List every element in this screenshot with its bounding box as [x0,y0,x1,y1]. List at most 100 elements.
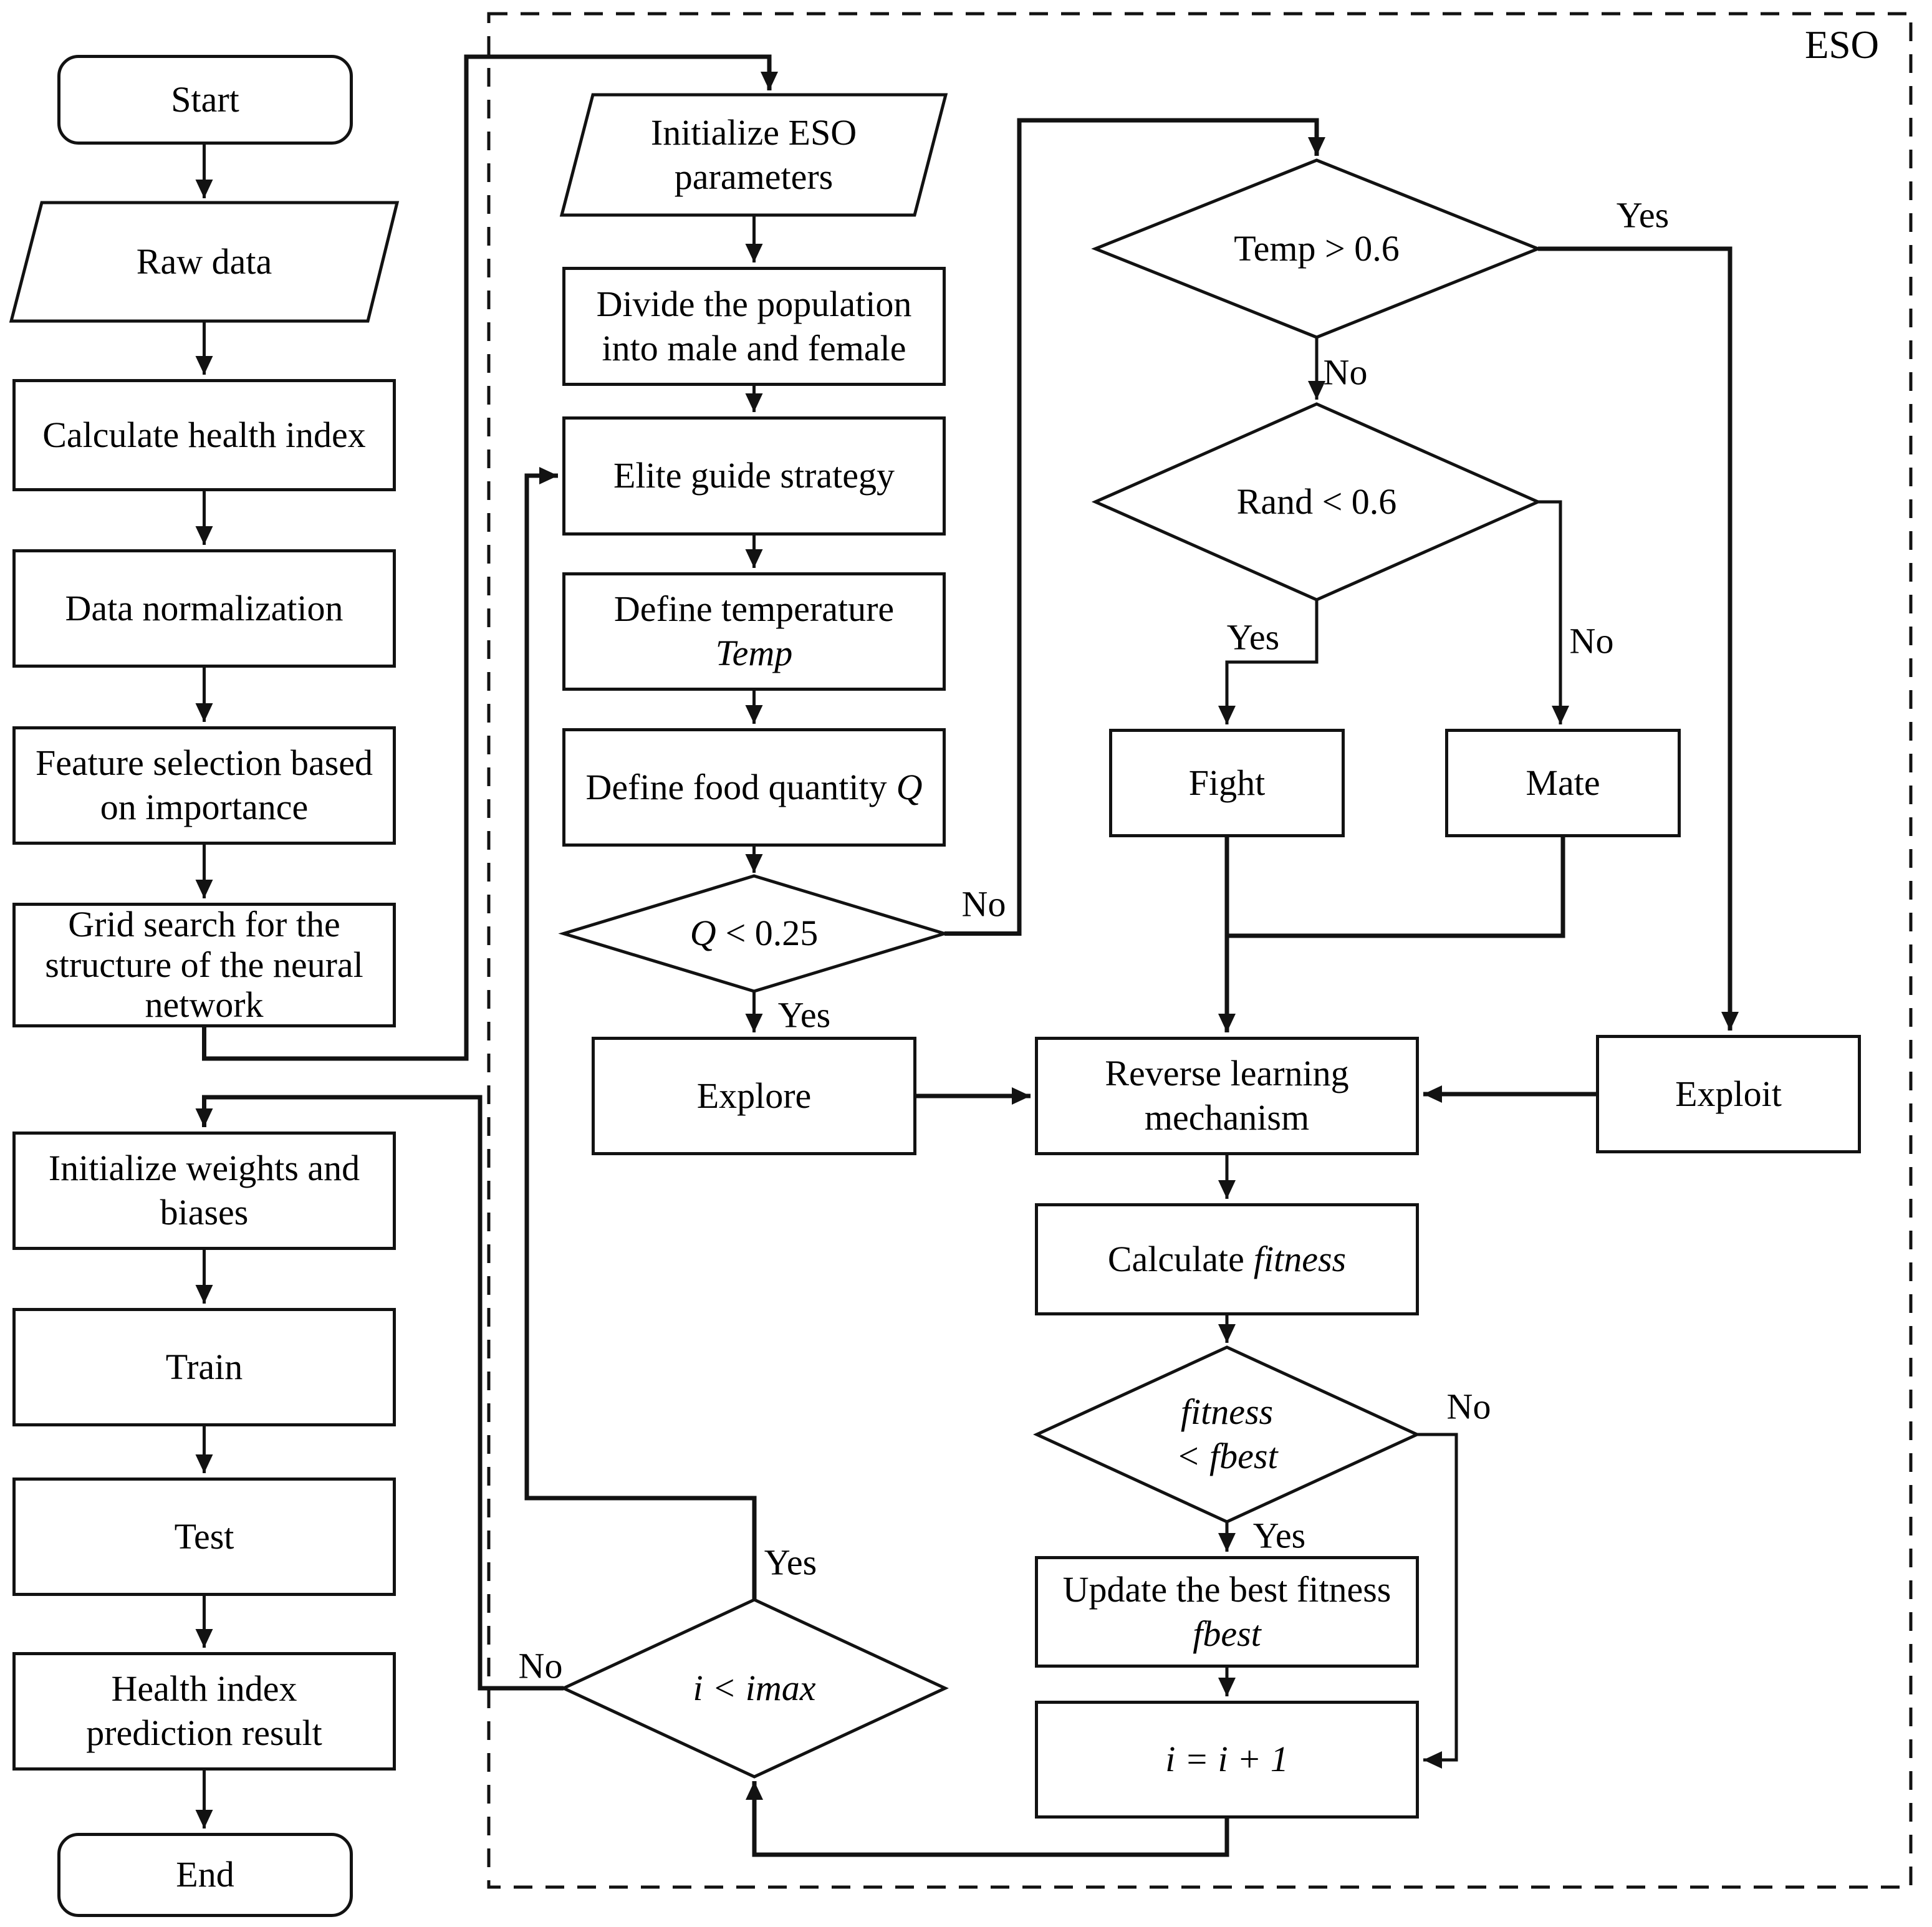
node-elite-guide-strategy: Elite guide strategy [562,416,946,536]
edge-label-imax-no: No [518,1645,563,1686]
eso-frame [487,12,1913,1889]
edge-label-fitness-no: No [1446,1386,1491,1427]
node-label: i = i + 1 [1165,1739,1289,1780]
node-label: Q < 0.25 [690,911,819,956]
connector-temp-yes-to-exploit [1538,246,1739,1031]
connector-rand-no-to-mate [1538,500,1569,724]
rand-decision-shape [1091,402,1542,602]
node-label-text: Define food quantity [585,766,887,807]
connector-grid-to-eso [202,54,778,1061]
node-mate: Mate [1445,729,1681,837]
node-feature-selection: Feature selection based on importance [12,726,396,845]
node-increment-i: i = i + 1 [1035,1701,1419,1819]
node-label: Start [171,79,239,120]
node-label-line: network [145,984,264,1026]
connector-imax-yes-to-elite [524,467,757,1600]
edge-label-temp-no: No [1323,352,1368,393]
node-label-line: structure of the neural [45,944,363,985]
node-imax-decision: i < imax [564,1600,945,1777]
node-update-best-fitness: Update the best fitness fbest [1035,1556,1419,1668]
node-label-line: Define temperature [613,589,895,630]
connector-incr-to-imax [746,1781,1229,1857]
edge-label-temp-yes: Yes [1616,195,1670,236]
node-raw-data: Raw data [11,203,397,321]
node-label-line: biases [160,1192,249,1233]
eso-frame-label: ESO [1805,23,1880,67]
node-calculate-health-index: Calculate health index [12,379,396,491]
node-label-line: into male and female [602,327,906,368]
node-label: Fight [1188,762,1266,803]
node-label: Calculate health index [42,414,366,455]
node-initialize-weights: Initialize weights and biases [12,1132,396,1250]
node-grid-search: Grid search for the structure of the neu… [12,903,396,1027]
node-label-variable: fitness [1253,1238,1347,1279]
node-label-text: Calculate [1107,1238,1244,1279]
node-label: Exploit [1675,1073,1782,1114]
node-label-line: Reverse learning [1105,1053,1349,1094]
node-initialize-eso-parameters: Initialize ESO parameters [562,95,946,215]
node-label-variable: Temp [715,633,793,673]
node-label: Explore [696,1075,812,1116]
edge-label-q-no: No [961,883,1006,925]
node-label-variable: fbest [1193,1613,1261,1654]
node-label-line: Divide the population [596,283,912,324]
node-label-line: Update the best fitness [1062,1569,1391,1610]
temp-decision-shape [1091,158,1542,339]
node-rand-decision: Rand < 0.6 [1095,404,1538,600]
node-define-food-quantity: Define food quantity Q [562,728,946,847]
connector-mate-merge [1229,837,1565,938]
node-label-line: on importance [100,787,309,827]
edge-label-rand-no: No [1569,620,1614,661]
edge-label-fitness-yes: Yes [1252,1515,1306,1556]
node-fitness-decision: fitness < fbest [1037,1347,1417,1522]
node-health-prediction-result: Health index prediction result [12,1652,396,1771]
node-label-line: mechanism [1144,1097,1310,1138]
q-decision-shape [558,874,950,993]
node-label-line: Feature selection based [35,742,373,784]
node-label-variable: Q [896,766,923,807]
node-label: Mate [1526,762,1600,803]
node-define-temperature: Define temperature Temp [562,572,946,691]
connector-fitness-no [1417,1433,1458,1769]
node-label: End [176,1854,234,1895]
node-label: Raw data [136,241,272,282]
node-label: i < imax [693,1667,816,1708]
node-train: Train [12,1308,396,1426]
node-temp-decision: Temp > 0.6 [1095,160,1538,337]
node-label-line: Initialize weights and [48,1148,360,1189]
node-explore: Explore [592,1037,916,1155]
node-label: Define food quantity Q [585,766,922,810]
raw-data-shape [9,201,400,323]
edge-label-q-yes: Yes [777,994,831,1036]
connector-rand-yes-to-fight [1218,600,1319,724]
fitness-decision-shape [1033,1345,1421,1524]
connector-q-no-to-temp [944,118,1325,936]
imax-decision-shape [560,1598,949,1779]
node-label: Data normalization [65,587,344,628]
node-label-line: Initialize ESO [650,112,857,153]
connector-imax-no-to-weights [195,1095,564,1691]
node-label-line: < fbest [1176,1436,1278,1476]
node-label-line: Health index [111,1668,297,1709]
node-fight: Fight [1109,729,1345,837]
node-calculate-fitness: Calculate fitness [1035,1203,1419,1315]
node-label: Rand < 0.6 [1236,481,1397,522]
init-eso-shape [559,93,948,217]
node-start: Start [57,55,353,145]
node-test: Test [12,1478,396,1596]
node-label-line: prediction result [86,1713,322,1753]
node-label: Calculate fitness [1108,1237,1346,1282]
node-label-line: Grid search for the [68,903,340,944]
node-divide-population: Divide the population into male and fema… [562,267,946,386]
edge-label-rand-yes: Yes [1226,617,1280,658]
node-label-variable: Q [690,913,716,954]
node-label: Elite guide strategy [613,455,895,496]
node-label-line: fitness [1180,1391,1274,1433]
node-label: Temp > 0.6 [1234,228,1400,269]
node-label-text: < 0.25 [725,913,819,954]
node-end: End [57,1833,353,1917]
node-data-normalization: Data normalization [12,549,396,668]
node-exploit: Exploit [1596,1035,1861,1153]
